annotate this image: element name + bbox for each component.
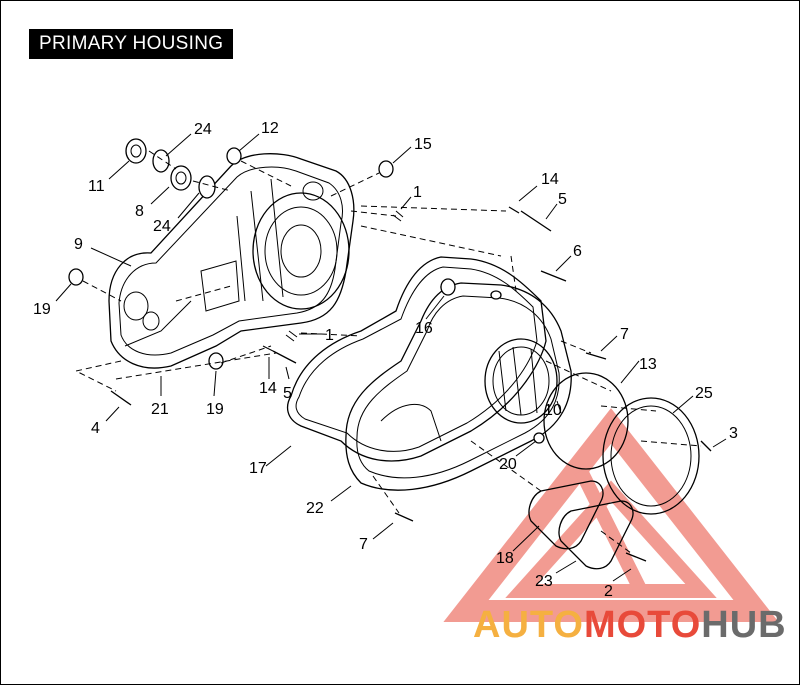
watermark-text: AUTOMOTOHUB	[473, 604, 787, 646]
callout-5-bottom: 5	[283, 385, 292, 402]
watermark-part-moto: MOTO	[584, 604, 701, 646]
assembly-guide-lines	[74, 150, 702, 554]
callout-2: 2	[604, 583, 613, 600]
callout-12: 12	[261, 120, 279, 137]
watermark-part-auto: AUTO	[473, 604, 584, 646]
callout-20: 20	[499, 456, 517, 473]
callout-14-top: 14	[541, 171, 559, 188]
callout-21: 21	[151, 401, 169, 418]
callout-4: 4	[91, 420, 100, 437]
callout-1-middle: 1	[325, 327, 334, 344]
callout-10: 10	[544, 402, 562, 419]
derby-cover-gasket	[543, 372, 629, 470]
callout-11: 11	[88, 178, 105, 195]
callout-24-bottom: 24	[153, 218, 171, 235]
callout-14-bottom: 14	[259, 380, 277, 397]
callout-7-bottom: 7	[359, 536, 368, 553]
watermark-logo	[443, 408, 779, 622]
callout-3: 3	[729, 425, 738, 442]
callout-25: 25	[695, 385, 713, 402]
callout-numbers: 24 12 15 11 8 24 1 14 5 9 6 19 16 1 7 13…	[33, 120, 738, 600]
callout-8: 8	[135, 203, 144, 220]
callout-13: 13	[639, 356, 657, 373]
callout-23: 23	[535, 573, 553, 590]
callout-9: 9	[74, 236, 83, 253]
inner-primary-housing	[108, 153, 355, 369]
callout-18: 18	[496, 550, 514, 567]
derby-cover	[602, 397, 700, 515]
callout-19-bottom: 19	[206, 401, 224, 418]
callout-19-left: 19	[33, 301, 51, 318]
inspection-gasket	[558, 500, 634, 570]
callout-6: 6	[573, 243, 582, 260]
callout-17: 17	[249, 460, 267, 477]
callout-5-top: 5	[558, 191, 567, 208]
callout-7-right: 7	[620, 326, 629, 343]
callout-15: 15	[414, 136, 432, 153]
callout-24-top: 24	[194, 121, 212, 138]
callout-16: 16	[415, 320, 433, 337]
bearings-and-seals	[68, 138, 456, 370]
page-title: PRIMARY HOUSING	[29, 29, 234, 59]
inspection-cover	[528, 480, 604, 550]
leader-lines	[55, 133, 727, 582]
watermark-part-hub: HUB	[701, 604, 786, 646]
callout-22: 22	[306, 500, 324, 517]
callout-1-top: 1	[413, 184, 422, 201]
outer-primary-cover	[345, 281, 572, 491]
